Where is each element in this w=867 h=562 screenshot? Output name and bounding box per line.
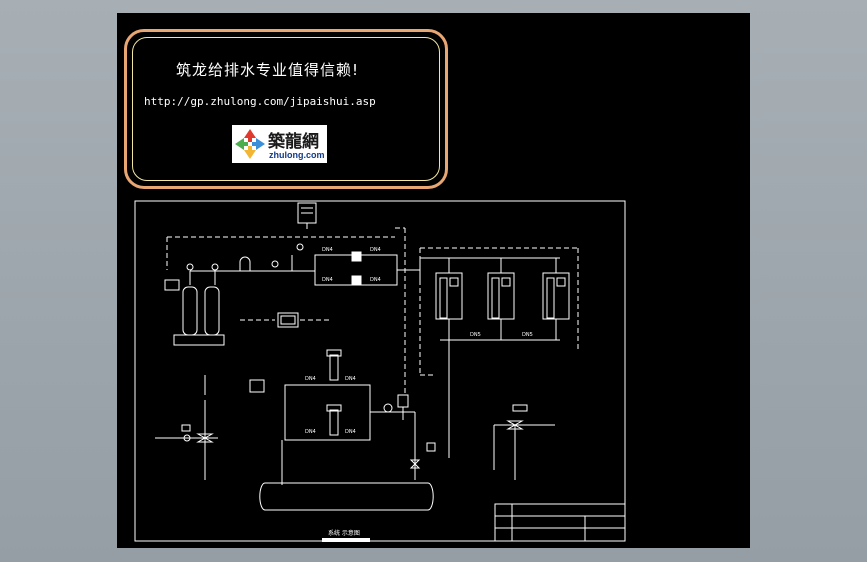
svg-text:DN4: DN4	[370, 277, 381, 283]
logo-name-en: zhulong.com	[269, 150, 325, 160]
svg-text:DN4: DN4	[305, 376, 316, 382]
promo-banner	[124, 29, 448, 189]
svg-text:DN4: DN4	[370, 247, 381, 253]
logo-name-cn: 築龍網	[268, 132, 319, 152]
logo-arrows-icon	[235, 129, 265, 159]
svg-text:DN5: DN5	[470, 332, 481, 338]
svg-text:DN4: DN4	[345, 429, 356, 435]
banner-url-link[interactable]: http://gp.zhulong.com/jipaishui.asp	[144, 95, 376, 108]
svg-text:DN4: DN4	[322, 277, 333, 283]
banner-inner-border	[132, 37, 440, 181]
svg-text:DN4: DN4	[345, 376, 356, 382]
controller-box	[277, 312, 299, 328]
drawing-canvas	[117, 13, 750, 548]
svg-text:DN5: DN5	[522, 332, 533, 338]
zhulong-logo[interactable]: 築龍網 zhulong.com	[232, 125, 327, 163]
title-block	[494, 503, 626, 542]
pump	[329, 409, 339, 436]
banner-title: 筑龙给排水专业值得信赖!	[176, 61, 360, 79]
drawing-caption: 系统 示意图	[328, 529, 360, 537]
svg-text:DN4: DN4	[322, 247, 333, 253]
gas-cylinder	[182, 286, 198, 336]
drawing-frame	[134, 200, 626, 542]
gas-cylinder	[204, 286, 220, 336]
water-main-pipe	[259, 482, 434, 511]
pump	[329, 354, 339, 381]
valve-tags: DN4 DN4 DN4 DN4 DN4 DN4 DN4 DN4 DN5 DN5	[305, 247, 533, 435]
svg-text:DN4: DN4	[305, 429, 316, 435]
